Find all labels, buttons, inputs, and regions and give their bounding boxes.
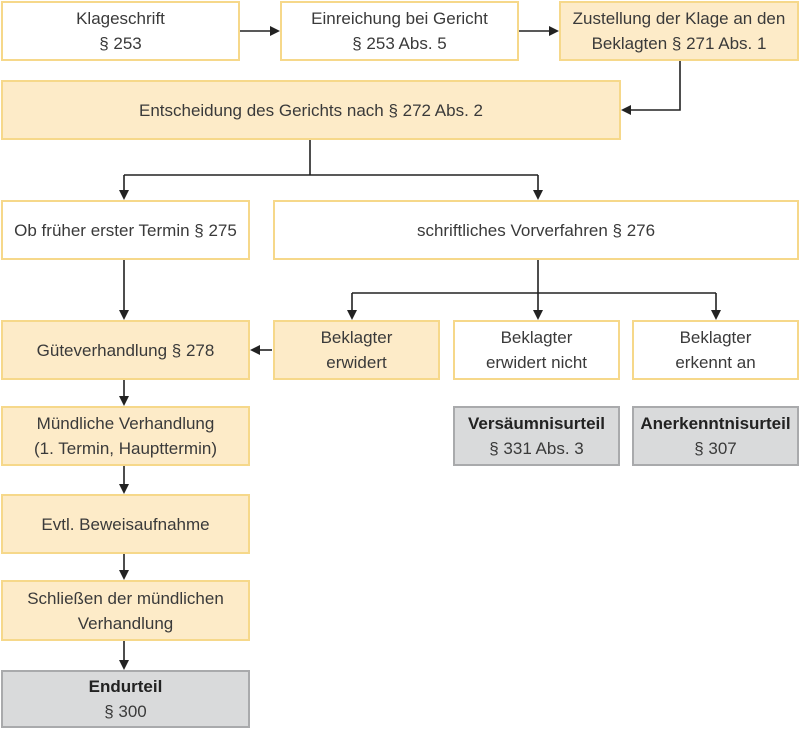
node-klageschrift: Klageschrift § 253 <box>1 1 240 61</box>
node-label-line1: Anerkenntnisurteil <box>640 414 791 433</box>
node-label-line2: § 300 <box>104 702 147 721</box>
node-label-line1: Güteverhandlung § 278 <box>36 340 215 360</box>
node-frueher-termin: Ob früher erster Termin § 275 <box>1 200 250 260</box>
node-label-line2: erwidert nicht <box>485 353 588 372</box>
node-label-line2: Verhandlung <box>77 613 174 633</box>
node-label-line1: Beklagter <box>679 328 752 347</box>
arrowhead-einreichung <box>270 26 280 36</box>
node-zustellung: Zustellung der Klage an den Beklagten § … <box>559 1 799 61</box>
node-label-line2: (1. Termin, Haupttermin) <box>34 439 217 458</box>
node-endurteil: Endurteil § 300 <box>1 670 250 728</box>
node-label-line1: Mündliche Verhandlung <box>36 414 215 433</box>
arrowhead-beweis <box>119 484 129 494</box>
node-beklagter-erwidert: Beklagter erwidert <box>273 320 440 380</box>
arrowhead-muendlich <box>119 396 129 406</box>
node-gueteverhandlung: Güteverhandlung § 278 <box>1 320 250 380</box>
node-label-line2: Beklagten § 271 Abs. 1 <box>591 34 767 53</box>
node-beklagter-erkennt-an: Beklagter erkennt an <box>632 320 799 380</box>
node-entscheidung: Entscheidung des Gerichts nach § 272 Abs… <box>1 80 621 140</box>
arrowhead-schliessen <box>119 570 129 580</box>
arrow-zustellung-entscheidung <box>630 61 681 111</box>
node-schliessen: Schließen der mündlichen Verhandlung <box>1 580 250 641</box>
node-label-line1: Einreichung bei Gericht <box>311 9 488 28</box>
node-anerkenntnisurteil: Anerkenntnisurteil § 307 <box>632 406 799 466</box>
node-beweisaufnahme: Evtl. Beweisaufnahme <box>1 494 250 554</box>
node-label-line2: erkennt an <box>675 353 756 372</box>
arrowhead-entscheidung <box>621 105 631 115</box>
node-einreichung: Einreichung bei Gericht § 253 Abs. 5 <box>280 1 519 61</box>
node-label-line1: Evtl. Beweisaufnahme <box>41 514 210 534</box>
node-muendliche-verhandlung: Mündliche Verhandlung (1. Termin, Hauptt… <box>1 406 250 466</box>
arrowhead-erwidert <box>347 310 357 320</box>
node-label-line1: schriftliches Vorverfahren § 276 <box>416 220 656 240</box>
node-label-line1: Beklagter <box>320 328 393 347</box>
node-label-line1: Zustellung der Klage an den <box>572 9 786 28</box>
arrowhead-zustellung <box>549 26 559 36</box>
node-label-line1: Entscheidung des Gerichts nach § 272 Abs… <box>138 100 483 120</box>
node-label-line1: Schließen der mündlichen <box>27 588 224 608</box>
arrowhead-frueher-termin <box>119 190 129 200</box>
node-label-line2: § 331 Abs. 3 <box>489 439 584 458</box>
node-label-line1: Klageschrift <box>76 9 165 28</box>
node-label-line1: Beklagter <box>500 328 573 347</box>
arrowhead-endurteil <box>119 660 129 670</box>
arrowhead-guete-left <box>250 345 260 355</box>
node-label-line2: § 253 <box>99 34 142 53</box>
node-label-line2: § 253 Abs. 5 <box>352 34 447 53</box>
arrowhead-erkennt-an <box>711 310 721 320</box>
node-beklagter-erwidert-nicht: Beklagter erwidert nicht <box>453 320 620 380</box>
node-label-line1: Versäumnisurteil <box>467 414 605 433</box>
node-label-line2: erwidert <box>326 353 387 372</box>
node-versaeumnisurteil: Versäumnisurteil § 331 Abs. 3 <box>453 406 620 466</box>
arrowhead-vorverfahren <box>533 190 543 200</box>
node-label-line2: § 307 <box>694 439 737 458</box>
arrowhead-erwidert-nicht <box>533 310 543 320</box>
node-label-line1: Endurteil <box>88 677 163 696</box>
node-label-line1: Ob früher erster Termin § 275 <box>14 220 237 240</box>
arrowhead-guete <box>119 310 129 320</box>
node-vorverfahren: schriftliches Vorverfahren § 276 <box>273 200 799 260</box>
